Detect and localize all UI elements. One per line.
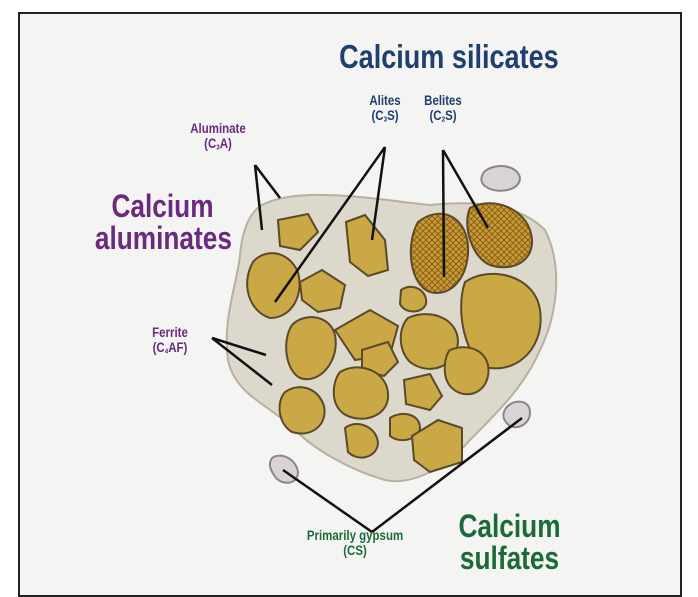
particle <box>411 214 468 293</box>
ferrite-formula: (C4AF) <box>141 340 198 356</box>
belites-formula: (C2S) <box>418 108 467 124</box>
belites-label: Belites (C2S) <box>418 93 467 123</box>
calcium-sulfates-line2: sulfates <box>458 542 561 574</box>
aluminate-label: Aluminate (C3A) <box>177 121 259 151</box>
aluminate-name: Aluminate <box>177 121 259 136</box>
particle <box>334 367 388 418</box>
ferrite-name: Ferrite <box>141 325 198 340</box>
calcium-sulfates-label: Calcium sulfates <box>458 510 561 574</box>
belites-name: Belites <box>418 93 467 108</box>
gypsum-name: Primarily gypsum <box>294 528 417 543</box>
particle <box>481 166 520 191</box>
ferrite-label: Ferrite (C4AF) <box>141 325 198 355</box>
gypsum-formula: (CS) <box>294 543 417 558</box>
calcium-aluminates-line2: aluminates <box>95 222 230 254</box>
alites-formula: (C3S) <box>367 108 403 124</box>
calcium-aluminates-label: Calcium aluminates <box>95 190 230 254</box>
calcium-sulfates-line1: Calcium <box>458 510 561 542</box>
particle <box>445 347 489 394</box>
gypsum-label: Primarily gypsum (CS) <box>294 528 417 557</box>
alites-name: Alites <box>367 93 403 108</box>
calcium-aluminates-line1: Calcium <box>95 190 230 222</box>
particle <box>280 387 325 433</box>
aluminate-formula: (C3A) <box>177 136 259 152</box>
calcium-silicates-label: Calcium silicates <box>339 40 559 75</box>
alites-label: Alites (C3S) <box>367 93 403 123</box>
particle <box>400 287 426 312</box>
particle <box>247 253 299 318</box>
